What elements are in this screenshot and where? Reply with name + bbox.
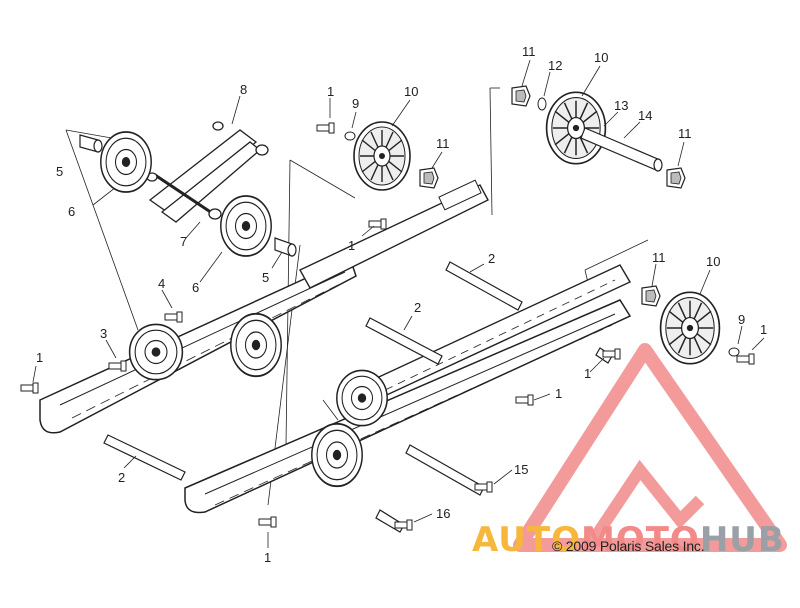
callout-10b: 10 bbox=[594, 50, 608, 65]
bolt-1f bbox=[515, 394, 534, 406]
callout-5b: 5 bbox=[262, 270, 269, 285]
callout-2b: 2 bbox=[414, 300, 421, 315]
callout-1b: 1 bbox=[327, 84, 334, 99]
callout-6a: 6 bbox=[68, 204, 75, 219]
copyright-text: © 2009 Polaris Sales Inc. bbox=[552, 538, 705, 554]
callout-1d: 1 bbox=[760, 322, 767, 337]
callout-13: 13 bbox=[614, 98, 628, 113]
callout-6b: 6 bbox=[192, 280, 199, 295]
callout-3: 3 bbox=[100, 326, 107, 341]
bolt-1c bbox=[368, 218, 387, 230]
bolt-1d bbox=[736, 353, 755, 365]
callout-9a: 9 bbox=[352, 96, 359, 111]
lower-rail-right bbox=[184, 299, 632, 514]
wheel-10a bbox=[353, 121, 411, 191]
bolt-16 bbox=[394, 519, 413, 531]
callout-11a: 11 bbox=[522, 44, 536, 59]
callout-labels: 1 1 1 1 1 1 1 2 2 2 3 4 5 5 6 6 7 8 9 9 … bbox=[36, 44, 767, 565]
bolt-1a bbox=[20, 382, 39, 394]
cap-11d bbox=[641, 285, 661, 307]
callout-leaders bbox=[32, 59, 765, 548]
callout-1e: 1 bbox=[264, 550, 271, 565]
callout-7: 7 bbox=[180, 234, 187, 249]
wheel-6a bbox=[99, 131, 153, 193]
watermark-text: AUTOMOTOHUB bbox=[472, 520, 785, 560]
wheel-3 bbox=[128, 323, 184, 381]
watermark-triangle-icon bbox=[513, 343, 787, 552]
callout-2c: 2 bbox=[118, 470, 125, 485]
callout-11c: 11 bbox=[678, 126, 692, 141]
bolt-1g bbox=[602, 348, 621, 360]
callout-1c: 1 bbox=[348, 238, 355, 253]
cross-shafts bbox=[103, 261, 613, 533]
callout-9b: 9 bbox=[738, 312, 745, 327]
callout-10a: 10 bbox=[404, 84, 418, 99]
callout-10c: 10 bbox=[706, 254, 720, 269]
callout-12: 12 bbox=[548, 58, 562, 73]
bolt-15 bbox=[474, 481, 493, 493]
watermark-moto: MOTO bbox=[580, 520, 700, 560]
washers bbox=[344, 97, 740, 357]
callout-14: 14 bbox=[638, 108, 652, 123]
callout-15: 15 bbox=[514, 462, 528, 477]
cap-11c bbox=[666, 167, 686, 189]
callout-5a: 5 bbox=[56, 164, 63, 179]
bolt-1b bbox=[316, 122, 335, 134]
cap-11a bbox=[511, 85, 531, 107]
wheel-6b bbox=[219, 195, 273, 257]
bolt-1e bbox=[258, 516, 277, 528]
nut-4 bbox=[164, 311, 183, 323]
callout-16: 16 bbox=[436, 506, 450, 521]
callout-2a: 2 bbox=[488, 251, 495, 266]
cap-11b bbox=[419, 167, 439, 189]
bogie-bracket bbox=[146, 121, 269, 223]
callout-1a: 1 bbox=[36, 350, 43, 365]
callout-1f: 1 bbox=[555, 386, 562, 401]
wheel-rail-left bbox=[229, 312, 283, 378]
watermark-hub: HUB bbox=[699, 520, 785, 560]
wheel-10c bbox=[659, 291, 721, 365]
wheel-rail-right-front bbox=[310, 422, 364, 488]
callout-1g: 1 bbox=[584, 366, 591, 381]
bushings bbox=[79, 134, 297, 257]
callout-8: 8 bbox=[240, 82, 247, 97]
upper-rail-left bbox=[299, 179, 489, 289]
wheel-rail-right-back bbox=[335, 369, 389, 427]
callout-11d: 11 bbox=[652, 250, 666, 265]
callout-11b: 11 bbox=[436, 136, 450, 151]
nut-3 bbox=[108, 360, 127, 372]
axle bbox=[580, 127, 663, 172]
wheel-10b bbox=[545, 91, 607, 165]
watermark-auto: AUTO bbox=[472, 520, 581, 560]
callout-4: 4 bbox=[158, 276, 165, 291]
